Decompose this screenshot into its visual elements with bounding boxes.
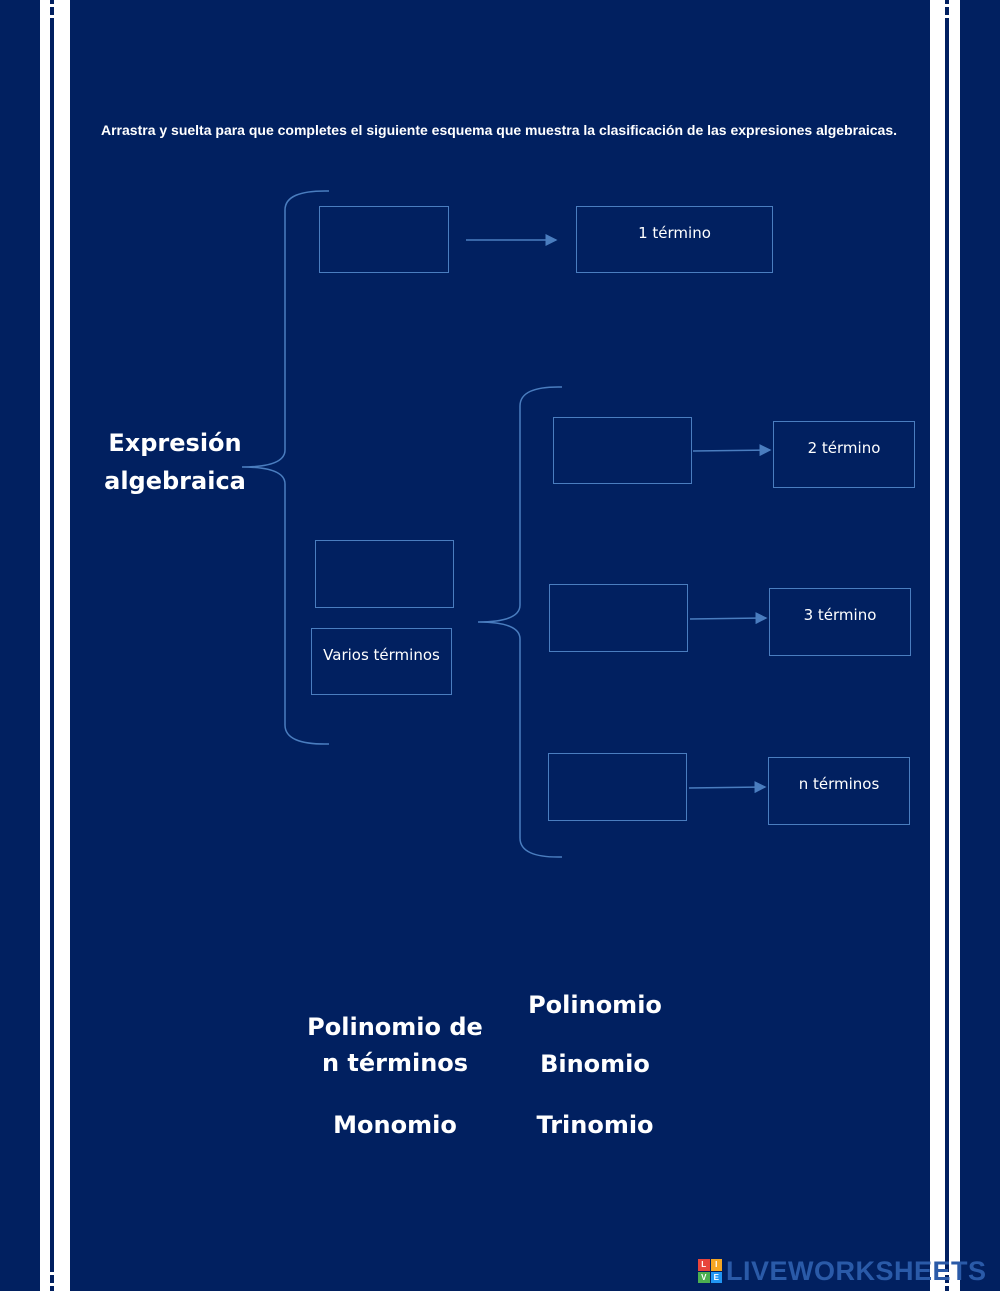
label-box-several-terms: Varios términos [311,628,452,695]
label-1-term: 1 término [638,224,711,242]
label-box-2-terms: 2 término [773,421,915,488]
left-border-inner-line [50,0,54,1291]
label-3-terms: 3 término [803,606,877,624]
word-trinomio[interactable]: Trinomio [536,1111,654,1139]
root-label: Expresión algebraica [100,424,250,500]
liveworksheets-logo-icon: L I V E [698,1259,722,1283]
instructions-text: Arrastra y suelta para que completes el … [101,122,898,138]
corner-ornament-top-right [940,4,954,18]
arrow-n-terms [688,781,767,794]
label-box-3-terms: 3 término [769,588,911,656]
drop-box-binomio[interactable] [553,417,692,484]
corner-ornament-top-left [44,4,58,18]
word-polinomio-n-line1: Polinomio de [307,1013,483,1041]
root-label-line2: algebraica [104,467,246,495]
corner-ornament-bottom-left [44,1272,58,1286]
arrow-3-terms [689,612,768,625]
word-polinomio-n-terminos[interactable]: Polinomio de n términos [300,1009,490,1081]
label-box-n-terms: n términos [768,757,910,825]
drop-box-trinomio[interactable] [549,584,688,652]
drop-box-polinomio[interactable] [315,540,454,608]
word-polinomio[interactable]: Polinomio [528,991,662,1019]
right-border-inner-line [945,0,949,1291]
label-several-terms: Varios términos [323,646,440,664]
arrow-2-terms [692,444,772,457]
root-label-line1: Expresión [108,429,242,457]
brand-text: LIVEWORKSHEETS [726,1255,987,1286]
drop-box-monomio[interactable] [319,206,449,273]
label-n-terms: n términos [798,775,880,793]
word-polinomio-n-line2: n términos [321,1049,469,1077]
drop-box-polinomio-n[interactable] [548,753,687,821]
word-monomio[interactable]: Monomio [333,1111,457,1139]
word-binomio[interactable]: Binomio [540,1050,650,1078]
liveworksheets-brand: L I V E LIVEWORKSHEETS [698,1256,987,1286]
label-box-1-term: 1 término [576,206,773,273]
left-border-stripe [40,0,70,1291]
corner-ornament-bottom-right [940,1272,954,1286]
label-2-terms: 2 término [807,439,881,457]
